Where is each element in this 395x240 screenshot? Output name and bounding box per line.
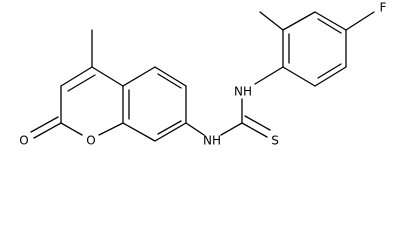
amine-right-label: NH <box>234 85 252 99</box>
methyl-bond-aryl <box>259 11 284 31</box>
ring-oxygen-label: O <box>86 134 95 148</box>
thiourea-linker <box>185 66 284 138</box>
fluorotolyl-ring <box>259 11 375 87</box>
fluorine-bond <box>345 11 375 31</box>
coumarin-benzene-ring <box>122 66 187 142</box>
molecule-canvas: O O NH S NH F <box>19 0 387 148</box>
coumarin-pyranone-ring <box>30 29 124 139</box>
carbonyl-oxygen-label: O <box>19 134 28 148</box>
structure-diagram: O O NH S NH F <box>19 1 387 148</box>
sulfur-label: S <box>271 134 279 148</box>
carbonyl-bond <box>33 122 62 139</box>
fluorine-label: F <box>380 1 387 15</box>
amine-left-label: NH <box>203 134 221 148</box>
